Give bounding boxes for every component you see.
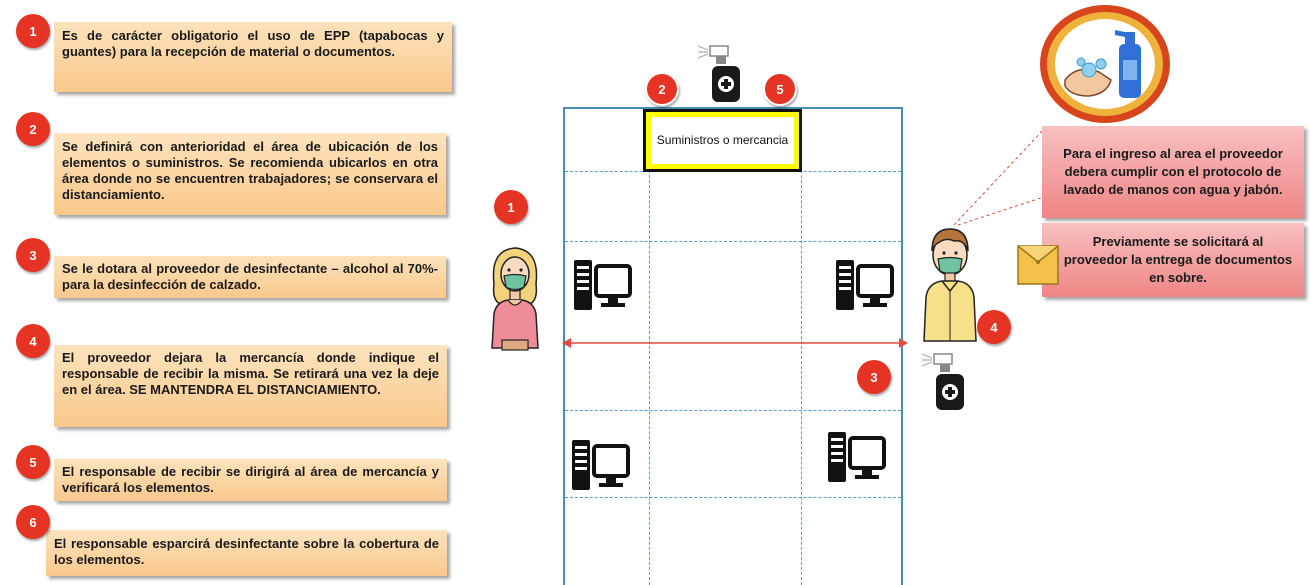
supply-label: Suministros o mercancia xyxy=(651,117,794,164)
step-1-note: Es de carácter obligatorio el uso de EPP… xyxy=(54,22,452,92)
marker-supply-2-number: 2 xyxy=(658,81,666,97)
step-4-number: 4 xyxy=(29,333,37,349)
documents-callout: Previamente se solicitará al proveedor l… xyxy=(1042,223,1304,297)
handwashing-icon xyxy=(1040,5,1170,123)
supply-box: Suministros o mercancia xyxy=(643,109,802,172)
step-4-text: El proveedor dejara la mercancía donde i… xyxy=(62,350,439,397)
marker-receiver-1: 1 xyxy=(494,190,528,224)
marker-supply-5-number: 5 xyxy=(776,81,784,97)
step-2-number: 2 xyxy=(29,121,37,137)
marker-provider-4-number: 4 xyxy=(990,319,998,335)
step-2-badge: 2 xyxy=(16,112,50,146)
step-1-number: 1 xyxy=(29,23,37,39)
documents-callout-text: Previamente se solicitará al proveedor l… xyxy=(1063,234,1293,285)
step-3-badge: 3 xyxy=(16,238,50,272)
computer-icon xyxy=(574,260,632,310)
spray-bottle-icon xyxy=(921,353,964,410)
marker-receiver-1-number: 1 xyxy=(507,199,515,215)
step-3-number: 3 xyxy=(29,247,37,263)
receiver-person-icon xyxy=(491,247,539,351)
handwash-callout-text: Para el ingreso al area el proveedor deb… xyxy=(1063,146,1283,197)
step-6-badge: 6 xyxy=(16,505,50,539)
computer-icon xyxy=(828,432,886,482)
marker-supply-5: 5 xyxy=(763,72,797,106)
marker-spray-3: 3 xyxy=(857,360,891,394)
handwash-callout: Para el ingreso al area el proveedor deb… xyxy=(1042,126,1304,218)
step-6-text: El responsable esparcirá desinfectante s… xyxy=(54,536,439,567)
marker-supply-2: 2 xyxy=(645,72,679,106)
marker-spray-3-number: 3 xyxy=(870,369,878,385)
step-1-text: Es de carácter obligatorio el uso de EPP… xyxy=(62,28,444,59)
step-4-note: El proveedor dejara la mercancía donde i… xyxy=(54,345,447,427)
provider-person-icon xyxy=(923,228,977,342)
marker-provider-4: 4 xyxy=(977,310,1011,344)
step-5-note: El responsable de recibir se dirigirá al… xyxy=(54,459,447,501)
step-6-number: 6 xyxy=(29,514,37,530)
step-2-text: Se definirá con anterioridad el área de … xyxy=(62,139,438,202)
step-2-note: Se definirá con anterioridad el área de … xyxy=(54,133,446,215)
connector-lines xyxy=(953,128,1045,226)
area-divider-vertical-right xyxy=(801,110,802,585)
step-5-text: El responsable de recibir se dirigirá al… xyxy=(62,464,439,495)
area-divider-horizontal xyxy=(565,241,901,242)
step-3-note: Se le dotara al proveedor de desinfectan… xyxy=(54,256,446,298)
computer-icon xyxy=(836,260,894,310)
distance-arrow xyxy=(562,338,908,348)
area-divider-horizontal xyxy=(565,497,901,498)
step-4-badge: 4 xyxy=(16,324,50,358)
step-6-note: El responsable esparcirá desinfectante s… xyxy=(46,530,447,576)
envelope-icon xyxy=(1017,245,1059,285)
area-divider-vertical-left xyxy=(649,110,650,585)
computer-icon xyxy=(572,440,630,490)
step-5-number: 5 xyxy=(29,454,37,470)
step-3-text: Se le dotara al proveedor de desinfectan… xyxy=(62,261,438,292)
step-1-badge: 1 xyxy=(16,14,50,48)
step-5-badge: 5 xyxy=(16,445,50,479)
area-divider-horizontal xyxy=(565,410,901,411)
spray-bottle-icon xyxy=(697,45,740,102)
